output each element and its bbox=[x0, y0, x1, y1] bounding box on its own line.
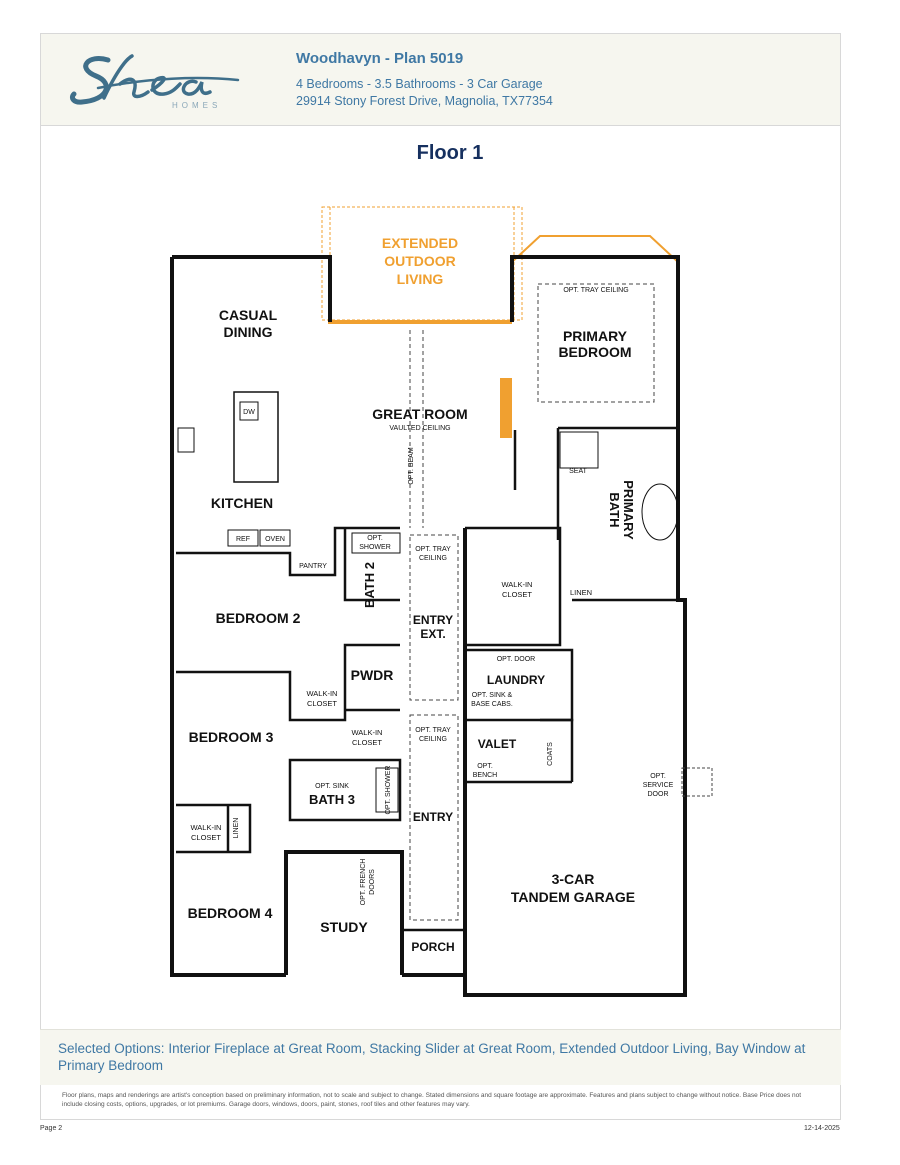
floor-title: Floor 1 bbox=[416, 142, 484, 164]
opt-sink-label: OPT. SINK bbox=[315, 783, 349, 790]
outdoor-label-2: OUTDOOR bbox=[384, 253, 456, 269]
linen-primary-label: LINEN bbox=[570, 588, 592, 597]
opt-service-label-3: DOOR bbox=[648, 791, 669, 798]
opt-shower-b3-label: OPT. SHOWER bbox=[385, 765, 392, 814]
bedroom-2-label: BEDROOM 2 bbox=[216, 610, 301, 626]
refrigerator bbox=[227, 529, 259, 547]
walk-in-b2-label-1: WALK-IN bbox=[307, 689, 338, 698]
bedroom-4-label: BEDROOM 4 bbox=[188, 905, 273, 921]
primary-shower bbox=[559, 431, 599, 469]
dishwasher bbox=[239, 401, 259, 421]
opt-service-door bbox=[681, 767, 713, 797]
walk-in-b3-label-1: WALK-IN bbox=[352, 728, 383, 737]
exterior-walls bbox=[170, 255, 687, 997]
interior-walls bbox=[176, 426, 678, 975]
garage-label-2: TANDEM GARAGE bbox=[511, 889, 635, 905]
optional-ceilings bbox=[409, 283, 655, 921]
disclaimer: Floor plans, maps and renderings are art… bbox=[62, 1092, 802, 1108]
seat-label: SEAT bbox=[569, 468, 587, 475]
dw-label: DW bbox=[243, 409, 255, 416]
kitchen-label: KITCHEN bbox=[211, 495, 273, 511]
coats-label: COATS bbox=[547, 742, 554, 766]
opt-sink-base-label-1: OPT. SINK & bbox=[472, 692, 513, 699]
walk-in-primary-label-2: CLOSET bbox=[502, 590, 532, 599]
bath-2-label: BATH 2 bbox=[362, 562, 377, 608]
primary-bedroom-label-1: PRIMARY bbox=[563, 328, 628, 344]
plan-specs: 4 Bedrooms - 3.5 Bathrooms - 3 Car Garag… bbox=[296, 77, 543, 91]
plan-title: Woodhavyn - Plan 5019 bbox=[296, 50, 464, 67]
linen-b4-label: LINEN bbox=[233, 818, 240, 839]
walk-in-b4-label-2: CLOSET bbox=[191, 833, 221, 842]
shea-homes-logo: HOMES bbox=[69, 54, 240, 110]
porch-label: PORCH bbox=[411, 940, 454, 954]
opt-french-label-1: OPT. FRENCH bbox=[360, 859, 367, 906]
opt-sink-base-label-2: BASE CABS. bbox=[471, 701, 513, 708]
primary-bedroom-label-2: BEDROOM bbox=[558, 344, 631, 360]
casual-dining-label-2: DINING bbox=[224, 324, 273, 340]
print-date: 12-14-2025 bbox=[804, 1125, 840, 1132]
laundry-label: LAUNDRY bbox=[487, 673, 545, 687]
opt-service-label-2: SERVICE bbox=[643, 782, 674, 789]
options-band bbox=[40, 1029, 841, 1085]
primary-bath-label-1: PRIMARY bbox=[621, 480, 636, 540]
vaulted-ceiling-label: VAULTED CEILING bbox=[389, 425, 450, 432]
great-room-label: GREAT ROOM bbox=[372, 406, 467, 422]
outdoor-label-3: LIVING bbox=[397, 271, 444, 287]
opt-tray-primary-label: OPT. TRAY CEILING bbox=[563, 287, 628, 294]
walk-in-primary-label-1: WALK-IN bbox=[502, 580, 533, 589]
walk-in-b3-label-2: CLOSET bbox=[352, 738, 382, 747]
valet-label: VALET bbox=[478, 737, 517, 751]
opt-tray-entry-label-2: CEILING bbox=[419, 555, 447, 562]
page-number: Page 2 bbox=[40, 1125, 63, 1132]
plan-address: 29914 Stony Forest Drive, Magnolia, TX77… bbox=[296, 94, 553, 108]
opt-bench-label-2: BENCH bbox=[473, 772, 498, 779]
opt-tray-entry-b-label-1: OPT. TRAY bbox=[415, 727, 451, 734]
primary-bath-label-2: BATH bbox=[607, 492, 622, 527]
pantry-label: PANTRY bbox=[299, 563, 327, 570]
oven-label: OVEN bbox=[265, 536, 285, 543]
selected-options: Selected Options: Interior Fireplace at … bbox=[58, 1041, 806, 1073]
outdoor-living-label: EXTENDED OUTDOOR LIVING bbox=[382, 235, 458, 287]
casual-dining-label-1: CASUAL bbox=[219, 307, 278, 323]
entry-label: ENTRY bbox=[413, 810, 453, 824]
outdoor-label-1: EXTENDED bbox=[382, 235, 458, 251]
opt-beam-label: OPT. BEAM bbox=[408, 447, 415, 485]
entry-ext-label-2: EXT. bbox=[420, 627, 445, 641]
opt-door-label: OPT. DOOR bbox=[497, 656, 536, 663]
opt-service-label-1: OPT. bbox=[650, 773, 666, 780]
bedroom-3-label: BEDROOM 3 bbox=[189, 729, 274, 745]
opt-shower-bath2 bbox=[351, 532, 401, 554]
opt-bench-label-1: OPT. bbox=[477, 763, 493, 770]
entry-ext-label-1: ENTRY bbox=[413, 613, 453, 627]
opt-tray-entry-label-1: OPT. TRAY bbox=[415, 546, 451, 553]
kitchen-island bbox=[233, 391, 279, 483]
opt-tray-entry-b-label-2: CEILING bbox=[419, 736, 447, 743]
cooktop bbox=[177, 427, 195, 453]
walk-in-b2-label-2: CLOSET bbox=[307, 699, 337, 708]
fireplace bbox=[500, 378, 512, 438]
walk-in-b4-label-1: WALK-IN bbox=[191, 823, 222, 832]
opt-shower-label-1: OPT. bbox=[367, 535, 383, 542]
ref-label: REF bbox=[236, 536, 250, 543]
bath-3-label: BATH 3 bbox=[309, 792, 355, 807]
opt-french-label-2: DOORS bbox=[369, 869, 376, 895]
opt-shower-bath3 bbox=[375, 767, 399, 813]
study-label: STUDY bbox=[320, 919, 368, 935]
oven bbox=[259, 529, 291, 547]
bay-window bbox=[511, 235, 679, 263]
pwdr-label: PWDR bbox=[351, 667, 394, 683]
bathtub bbox=[641, 483, 679, 541]
garage-label-1: 3-CAR bbox=[552, 871, 595, 887]
logo-sub-text: HOMES bbox=[172, 101, 221, 110]
opt-shower-label-2: SHOWER bbox=[359, 544, 391, 551]
